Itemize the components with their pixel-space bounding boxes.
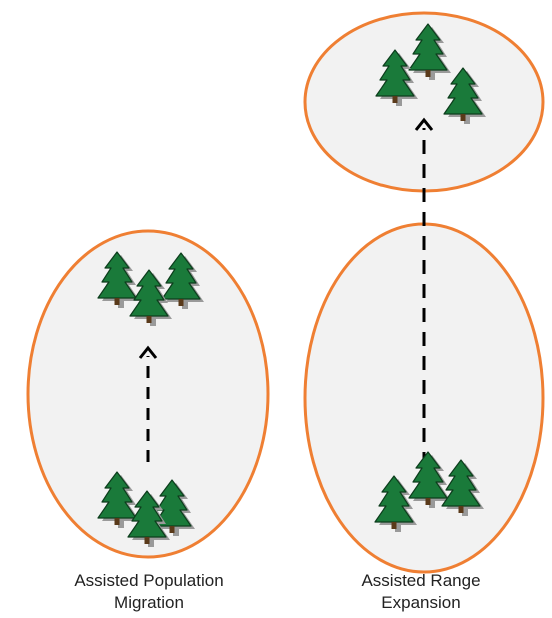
right-source-ellipse (303, 222, 545, 574)
left-caption-line1: Assisted Population (74, 571, 224, 590)
right-caption-line1: Assisted Range (361, 571, 481, 590)
left-caption-line2: Migration (114, 593, 184, 612)
left-caption: Assisted Population Migration (29, 570, 269, 614)
right-caption: Assisted Range Expansion (301, 570, 541, 614)
left-dashed-up-arrow (138, 345, 158, 462)
right-caption-line2: Expansion (381, 593, 461, 612)
right-dashed-up-arrow (414, 117, 434, 466)
